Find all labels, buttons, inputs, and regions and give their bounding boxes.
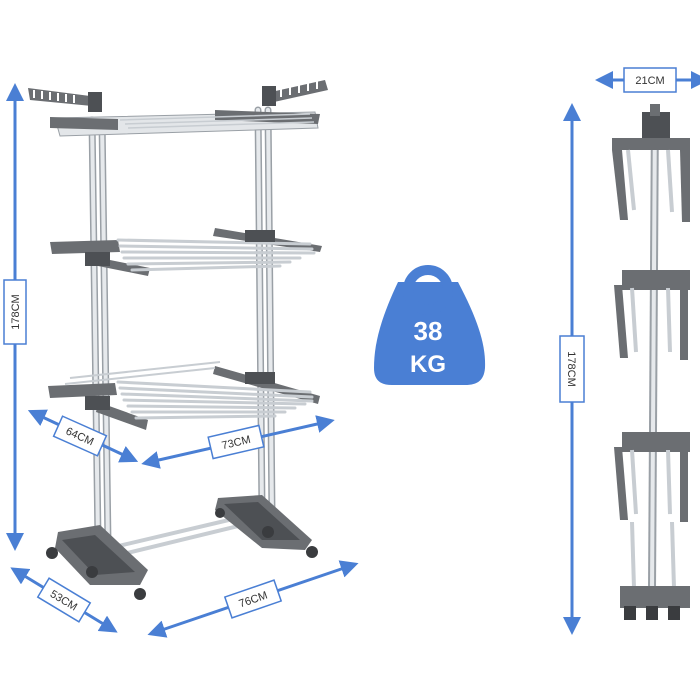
side-bracket-lower: [614, 432, 690, 522]
side-bracket-top: [612, 138, 690, 222]
dimension-height-left: 178CM: [3, 83, 27, 551]
side-width-label: 21CM: [635, 75, 664, 87]
weight-value: 38: [414, 316, 443, 346]
rack-base: [46, 495, 318, 600]
shelf-lower: [48, 361, 320, 430]
dimension-height-side: 178CM: [559, 103, 585, 635]
height-left-label: 178CM: [10, 294, 22, 329]
side-base: [620, 521, 690, 620]
hanger-hook-right: [262, 80, 328, 106]
shelf-top: [50, 110, 320, 137]
weight-unit: KG: [410, 351, 446, 378]
drying-rack-front-view: [28, 80, 328, 600]
hanger-hook-left: [28, 88, 102, 112]
height-side-label: 178CM: [565, 351, 577, 386]
side-bracket-middle: [614, 270, 690, 360]
kettlebell-weight-icon: 38 KG: [374, 265, 486, 385]
dimension-depth-base: 53CM: [10, 567, 118, 633]
vertical-poles: [88, 106, 276, 549]
dimension-depth-top: 64CM: [27, 409, 139, 463]
dimension-side-width: 21CM: [595, 67, 700, 93]
dimension-width-top: 73CM: [141, 415, 335, 469]
dimension-width-base: 76CM: [147, 560, 359, 638]
shelf-middle: [50, 228, 322, 276]
drying-rack-side-view: [612, 104, 690, 620]
